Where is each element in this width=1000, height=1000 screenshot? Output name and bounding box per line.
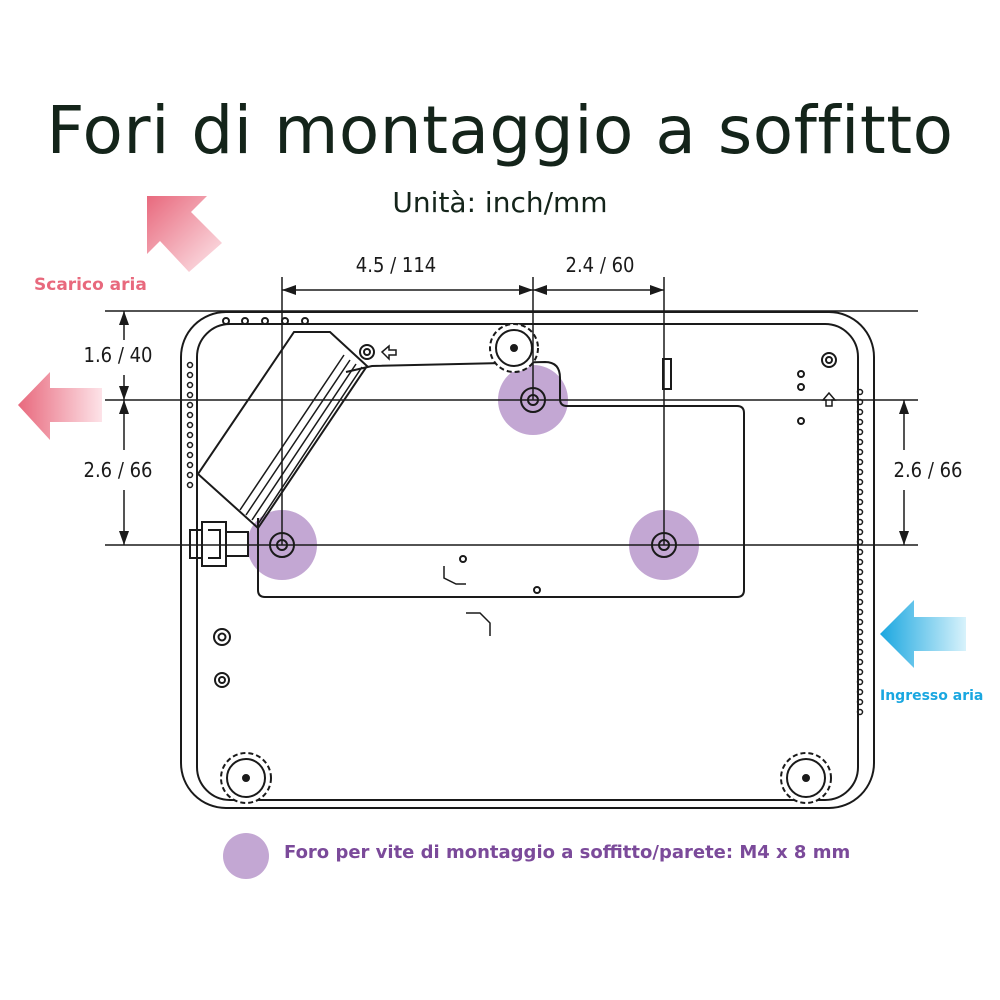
air-outlet-arrow-diagonal-icon	[147, 196, 222, 272]
left-vent-holes	[186, 361, 194, 489]
dim-vertical-2: 2.6 / 66	[84, 458, 153, 482]
units-subtitle: Unità: inch/mm	[392, 186, 608, 219]
dim-horizontal-1: 4.5 / 114	[356, 253, 436, 277]
foot-top-center	[489, 323, 539, 373]
air-outlet-arrow-left-icon	[18, 372, 102, 440]
projector-outline	[180, 311, 875, 809]
legend-text: Foro per vite di montaggio a soffitto/pa…	[284, 842, 851, 863]
lens-assembly	[196, 331, 369, 530]
air-inlet-arrow-icon	[880, 600, 966, 668]
page-title: Fori di montaggio a soffitto	[46, 92, 954, 169]
air-outlet-label: Scarico aria	[34, 275, 147, 295]
recessed-plate	[257, 360, 745, 598]
foot-bottom-right	[780, 752, 832, 804]
right-vent-holes	[856, 388, 864, 716]
legend-hole-swatch	[223, 833, 269, 879]
dim-vertical-1: 1.6 / 40	[84, 343, 153, 367]
foot-bottom-left	[220, 752, 272, 804]
air-inlet-label: Ingresso aria	[880, 688, 984, 704]
dim-horizontal-2: 2.4 / 60	[566, 253, 635, 277]
dim-vertical-3: 2.6 / 66	[894, 458, 963, 482]
